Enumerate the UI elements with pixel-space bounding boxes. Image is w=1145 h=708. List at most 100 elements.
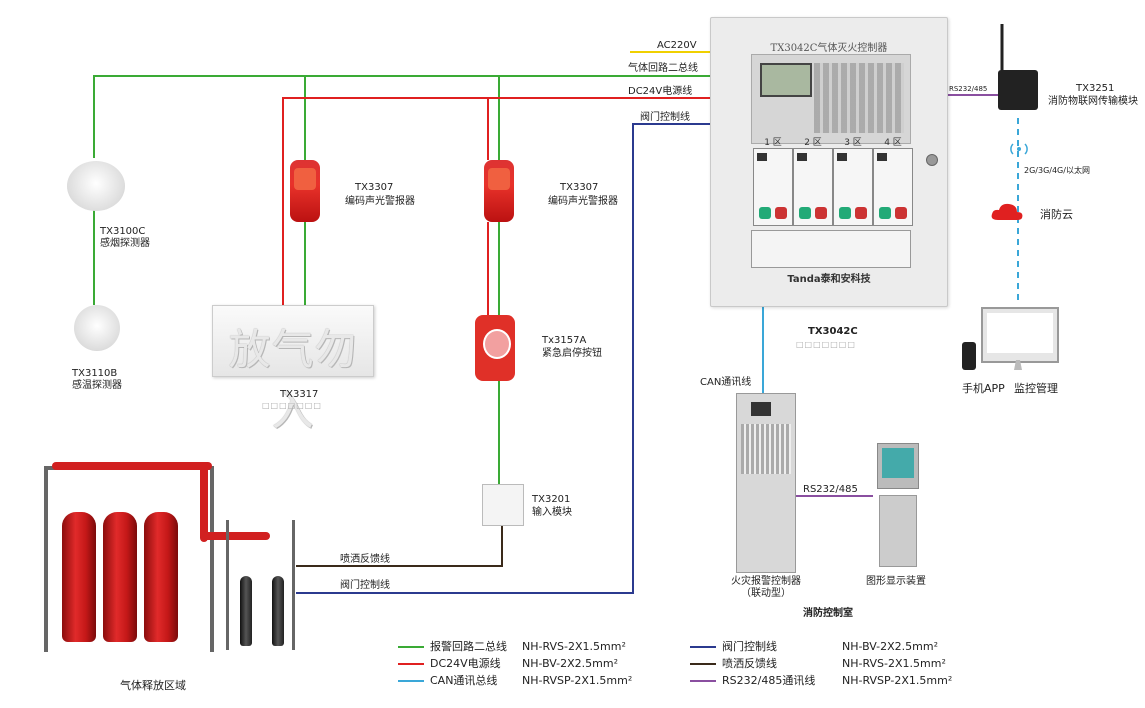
rack-screen-icon <box>751 402 771 416</box>
controller-model-sub: □□□□□□□ <box>796 340 856 349</box>
legend-swatch-2 <box>398 680 424 682</box>
legend-label-4: 喷洒反馈线 <box>722 657 777 670</box>
legend-spec-4: NH-RVS-2X1.5mm² <box>842 657 946 670</box>
zone-panel-2: 2 区 <box>793 138 833 226</box>
zone-stop-button-icon <box>855 207 867 219</box>
controller-title: TX3042C气体灭火控制器 <box>770 43 888 54</box>
can-label: CAN通讯线 <box>700 377 752 388</box>
graphic-name: 图形显示装置 <box>866 576 926 587</box>
zone-start-button-icon <box>759 207 771 219</box>
iot-model: TX3251 <box>1076 83 1115 94</box>
rs232-485-small-label: RS232/485 <box>949 85 988 93</box>
sound-light-alarm-icon <box>290 160 320 222</box>
fire-panel-sub: （联动型） <box>741 588 791 599</box>
emergency-stop-button-icon <box>475 315 515 381</box>
network-label: 2G/3G/4G/以太网 <box>1024 166 1090 175</box>
input-module-icon <box>482 484 524 526</box>
ac220v-label: AC220V <box>657 40 697 51</box>
terminal-body-icon <box>879 495 917 567</box>
iot-name: 消防物联网传输模块 <box>1048 96 1138 107</box>
zone-stop-button-icon <box>815 207 827 219</box>
zone-panel-3: 3 区 <box>833 138 873 226</box>
gas-cylinder-icon <box>103 512 137 642</box>
estop-name: 紧急启停按钮 <box>542 348 602 359</box>
gas-cylinder-icon <box>144 512 178 642</box>
monitor-name: 监控管理 <box>1014 382 1058 395</box>
zone-display-icon <box>797 153 807 161</box>
valve-control-label: 阀门控制线 <box>640 112 690 123</box>
heat-name: 感温探测器 <box>72 380 122 391</box>
zone-label-4: 4 区 <box>884 138 902 148</box>
legend-spec-5: NH-RVSP-2X1.5mm² <box>842 674 953 687</box>
zone-label-2: 2 区 <box>804 138 822 148</box>
sign-model: TX3317 <box>280 389 319 400</box>
legend-label-1: DC24V电源线 <box>430 657 501 670</box>
rs232-485-label: RS232/485 <box>803 484 858 495</box>
valve-control-bottom-label: 阀门控制线 <box>340 580 390 591</box>
spray-feedback-label: 喷洒反馈线 <box>340 554 390 565</box>
monitor-stand-icon <box>1014 360 1022 370</box>
graphic-display-terminal-icon <box>873 443 921 567</box>
zone-panel-4: 4 区 <box>873 138 913 226</box>
app-name: 手机APP <box>962 382 1005 395</box>
lock-knob-icon <box>926 154 938 166</box>
riser-pipe <box>200 462 208 542</box>
rack-right-post <box>210 466 214 652</box>
alarm2-model: TX3307 <box>560 182 599 193</box>
no-entry-sign: 放气勿入 <box>212 305 374 435</box>
wireless-icon <box>1010 143 1028 155</box>
keypad <box>814 63 904 133</box>
legend-swatch-5 <box>690 680 716 682</box>
nitrogen-rack-post <box>226 520 229 650</box>
gas-bus-label: 气体回路二总线 <box>628 63 698 74</box>
sound-light-alarm-icon <box>484 160 514 222</box>
controller-panel <box>751 54 911 144</box>
controller-model-label: TX3042C <box>808 326 858 337</box>
zone-display-icon <box>837 153 847 161</box>
cloud-name: 消防云 <box>1040 208 1073 221</box>
heat-detector-icon <box>74 305 120 351</box>
sign-model-sub: □□□□□□□ <box>262 401 322 410</box>
warning-plate <box>751 230 911 268</box>
alarm1-name: 编码声光警报器 <box>345 196 415 207</box>
branch-pipe <box>200 532 270 540</box>
lcd-screen <box>760 63 812 97</box>
alarm2-name: 编码声光警报器 <box>548 196 618 207</box>
gas-cylinder-icon <box>62 512 96 642</box>
nitrogen-rack-post <box>292 520 295 650</box>
estop-model: Tx3157A <box>542 335 587 346</box>
zone-display-icon <box>757 153 767 161</box>
legend-swatch-0 <box>398 646 424 648</box>
smoke-model: TX3100C <box>100 226 146 237</box>
heat-model: TX3110B <box>72 368 118 379</box>
legend-label-5: RS232/485通讯线 <box>722 674 816 687</box>
legend-swatch-3 <box>690 646 716 648</box>
alarm1-model: TX3307 <box>355 182 394 193</box>
release-area-label: 气体释放区域 <box>120 679 186 692</box>
gas-bus-wire <box>93 75 710 158</box>
zone-start-button-icon <box>879 207 891 219</box>
control-room-label: 消防控制室 <box>803 608 853 619</box>
cloud-icon <box>991 203 1023 220</box>
legend-label-0: 报警回路二总线 <box>430 640 507 653</box>
fire-panel-name: 火灾报警控制器 <box>731 576 801 587</box>
legend-label-3: 阀门控制线 <box>722 640 777 653</box>
terminal-monitor-icon <box>877 443 919 489</box>
nitrogen-cylinder-icon <box>272 576 284 646</box>
zone-start-button-icon <box>839 207 851 219</box>
dc24v-label: DC24V电源线 <box>628 86 693 97</box>
gas-extinguishing-controller: TX3042C气体灭火控制器 1 区 2 区 3 区 4 区 Tanda泰和安科… <box>710 17 948 307</box>
legend-spec-2: NH-RVSP-2X1.5mm² <box>522 674 633 687</box>
module-name: 输入模块 <box>532 507 572 518</box>
zone-label-1: 1 区 <box>764 138 782 148</box>
monitor-computer-icon <box>981 307 1059 363</box>
legend-swatch-4 <box>690 663 716 665</box>
zone-stop-button-icon <box>775 207 787 219</box>
module-model: TX3201 <box>532 494 571 505</box>
legend-spec-3: NH-BV-2X2.5mm² <box>842 640 939 653</box>
legend-label-2: CAN通讯总线 <box>430 674 498 687</box>
rack-left-post <box>44 466 48 652</box>
mobile-phone-icon <box>962 342 976 370</box>
dc24v-wire <box>282 97 710 305</box>
